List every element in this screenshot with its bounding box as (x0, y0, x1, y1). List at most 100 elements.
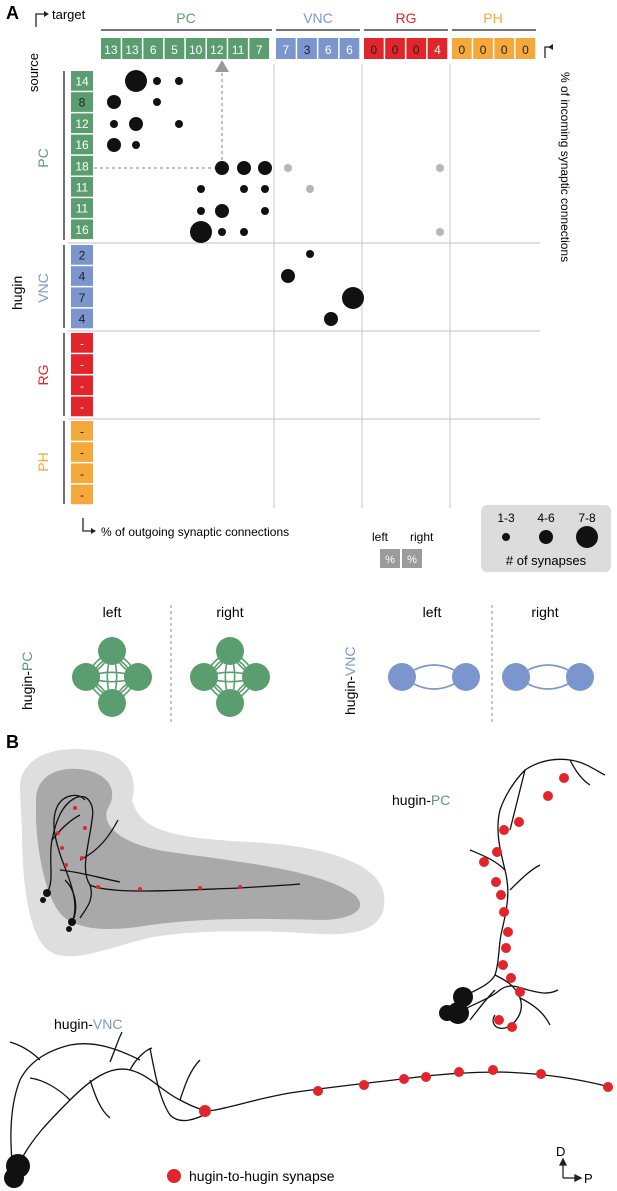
connection-dot (240, 185, 248, 193)
column-header-value: 6 (325, 43, 332, 57)
column-header-cell (297, 38, 317, 59)
motif-vnc-right-label: right (531, 604, 558, 620)
row-header-value: - (80, 400, 84, 414)
size-legend-large-dot (576, 526, 598, 548)
synapse-marker (499, 825, 509, 835)
connection-dot (153, 98, 161, 106)
connection-dot-contralateral (306, 185, 314, 193)
column-header-value: 0 (413, 43, 420, 57)
synapse-marker (96, 885, 100, 889)
target-arrow-icon (35, 11, 49, 27)
column-header-cell (494, 38, 515, 59)
synapse-marker (83, 826, 87, 830)
row-header-cell (71, 92, 93, 112)
row-header-cell (71, 219, 93, 240)
row-header-value: - (80, 446, 84, 460)
column-header-value: 6 (346, 43, 353, 57)
motif-pc-right-label: right (216, 604, 243, 620)
row-header-value: 4 (79, 270, 86, 284)
column-header-cell (276, 38, 296, 59)
row-header-cell (71, 177, 93, 197)
hugin-label: hugin (9, 276, 25, 310)
pc-neuron-node (190, 663, 218, 691)
column-header-cell (318, 38, 339, 59)
synapse-marker (60, 846, 64, 850)
lr-legend-right-pct: % (407, 554, 417, 566)
row-header-value: 2 (79, 249, 86, 263)
pc-neuron-node (98, 689, 126, 717)
neuron-branch (51, 814, 81, 919)
row-header-value: - (80, 488, 84, 502)
row-header-value: - (80, 467, 84, 481)
motif-vnc-left-label: left (423, 604, 442, 620)
connection-dot (215, 161, 229, 175)
axis-arrows-icon (558, 1157, 583, 1183)
column-header-cell (452, 38, 472, 59)
column-header-value: 10 (189, 43, 203, 57)
synapse-marker (496, 890, 506, 900)
row-header-cell (71, 134, 93, 155)
synapse-marker (80, 856, 84, 860)
synapse-marker (421, 1072, 431, 1082)
column-header-value: 0 (392, 43, 399, 57)
column-header-cell (164, 38, 185, 59)
column-header-cell (406, 38, 427, 59)
synapse-marker (359, 1080, 369, 1090)
lr-legend-left: left (372, 530, 389, 544)
col-group-rg-label: RG (396, 10, 417, 26)
motif-vnc-right (502, 663, 594, 691)
row-header-value: - (80, 358, 84, 372)
size-legend-small-dot (502, 533, 510, 541)
column-header-cell (207, 38, 227, 59)
guide-arrow-icon (215, 60, 229, 72)
column-header-cell (364, 38, 384, 59)
neuron-branch (462, 758, 606, 998)
connection-dot (197, 185, 205, 193)
row-group-pc-label: PC (35, 148, 51, 167)
column-header-cell (515, 38, 536, 59)
neuron-branch (10, 1043, 141, 1179)
synapse-marker (491, 877, 501, 887)
synapse-marker (454, 1067, 464, 1077)
connection-dot-contralateral (284, 164, 292, 172)
col-group-pc-label: PC (176, 10, 195, 26)
row-header-value: - (80, 337, 84, 351)
incoming-arrow-icon (544, 44, 553, 58)
synapse-marker (498, 960, 508, 970)
synapse-marker (515, 987, 525, 997)
column-header-value: 0 (371, 43, 378, 57)
column-header-cell (249, 38, 270, 59)
connection-dot (215, 204, 229, 218)
synapse-marker (199, 1105, 211, 1117)
synapse-marker (399, 1074, 409, 1084)
column-header-value: 12 (210, 43, 224, 57)
neuron-branch (469, 769, 541, 891)
synapse-marker (543, 791, 553, 801)
synapse-marker (603, 1082, 613, 1092)
column-header-cell (122, 38, 142, 59)
lr-legend-right-cell (402, 549, 422, 568)
column-header-value: 7 (283, 43, 290, 57)
row-header-cell (71, 333, 93, 353)
connection-dot (175, 77, 183, 85)
synapse-markers (56, 773, 613, 1117)
neuron-branch (59, 819, 121, 919)
col-group-vnc-label: VNC (303, 10, 333, 26)
column-header-cell (228, 38, 248, 59)
motif-pc-left-label: left (103, 604, 122, 620)
column-header-value: 3 (304, 43, 311, 57)
column-header-value: 4 (434, 43, 441, 57)
synapse-marker (488, 1065, 498, 1075)
source-label: source (26, 53, 41, 92)
connection-dot (125, 70, 147, 92)
synapse-marker (503, 927, 513, 937)
size-legend-large: 7-8 (578, 511, 596, 525)
synapse-marker (536, 1069, 546, 1079)
row-header-value: 18 (75, 159, 89, 173)
connection-dot (190, 221, 212, 243)
column-header-cell (339, 38, 360, 59)
column-header-value: 13 (104, 43, 118, 57)
row-header-cell (71, 442, 93, 462)
synapse-marker (507, 1022, 517, 1032)
